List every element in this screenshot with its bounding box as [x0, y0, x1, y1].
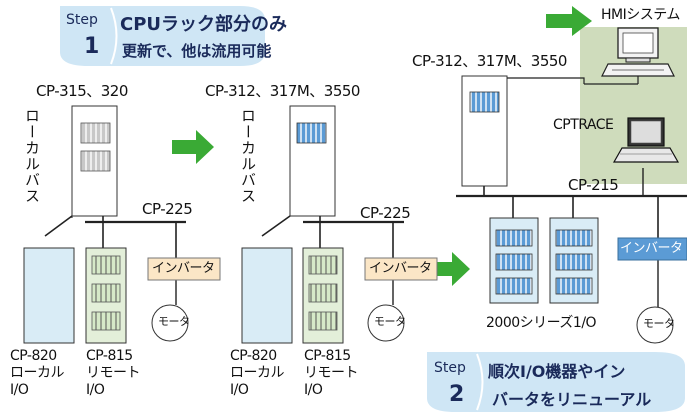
local-io-label-io: I/O: [230, 382, 249, 398]
cpu-module-old: [80, 122, 111, 144]
network-label: CP-225: [142, 200, 193, 218]
cpu-rack-new: [289, 105, 336, 217]
step2-label: Step: [434, 360, 466, 376]
motor-label: モータ: [374, 315, 406, 328]
local-io-label-type: ローカル: [230, 365, 285, 381]
step2-line1: 順次I/O機器やイン: [488, 362, 626, 381]
local-bus-line: [44, 215, 73, 237]
local-io-box: [23, 247, 75, 344]
hmi-label: HMIシステム: [601, 7, 680, 23]
motor-label: モータ: [643, 317, 675, 330]
step1-line2: 更新で、他は流用可能: [122, 42, 272, 60]
remote-io-label-type: リモート: [304, 365, 359, 381]
arrow-right-icon: [546, 6, 592, 36]
remote-io-label-model: CP-815: [86, 348, 133, 364]
step1-badge: [60, 6, 265, 66]
step1-number: 1: [84, 34, 100, 59]
inverter-label: インバータ: [152, 261, 215, 276]
io-label: 2000シリーズ1/O: [486, 315, 597, 331]
inverter-box: [147, 257, 221, 281]
laptop-icon: [612, 117, 680, 163]
remote-io-label-model: CP-815: [304, 348, 351, 364]
inverter-box-new: [617, 237, 687, 261]
step2-line2: バータをリニューアル: [492, 390, 652, 409]
local-io-label-model: CP-820: [230, 348, 277, 364]
cpu-label: CP-312、317M、3550: [412, 52, 567, 70]
network-label: CP-215: [568, 176, 619, 194]
step2-badge: [427, 352, 685, 412]
motor-icon: [151, 304, 189, 342]
motor-icon: [367, 304, 405, 342]
arrow-right-icon: [172, 130, 214, 164]
desktop-computer-icon: [601, 27, 675, 77]
cpu-module-new: [296, 122, 327, 144]
inverter-label: インバータ: [620, 241, 683, 256]
local-bus-label: ローカルバス: [239, 108, 257, 204]
local-io-label-type: ローカル: [10, 365, 65, 381]
local-bus-label: ローカルバス: [23, 108, 41, 204]
inverter-label: インバータ: [369, 261, 432, 276]
cpu-label: CP-315、320: [36, 82, 128, 100]
network-label: CP-225: [360, 204, 411, 222]
remote-io-label-io: I/O: [304, 382, 323, 398]
remote-io-label-type: リモート: [86, 365, 141, 381]
step1-line1: CPUラック部分のみ: [120, 14, 288, 35]
step1-label: Step: [66, 12, 98, 28]
cpu-module-new: [469, 91, 500, 113]
remote-io-label-io: I/O: [86, 382, 105, 398]
inverter-box: [364, 257, 438, 281]
cpu-label: CP-312、317M、3550: [205, 82, 360, 100]
step2-number: 2: [449, 382, 465, 407]
cpu-module-old: [80, 150, 111, 172]
local-io-box: [241, 247, 293, 344]
arrow-right-icon: [428, 252, 470, 286]
local-io-label-model: CP-820: [10, 348, 57, 364]
local-bus-line: [261, 215, 291, 237]
local-io-label-io: I/O: [10, 382, 29, 398]
motor-label: モータ: [158, 315, 190, 328]
motor-icon: [636, 306, 674, 344]
trace-label: CPTRACE: [553, 117, 614, 133]
